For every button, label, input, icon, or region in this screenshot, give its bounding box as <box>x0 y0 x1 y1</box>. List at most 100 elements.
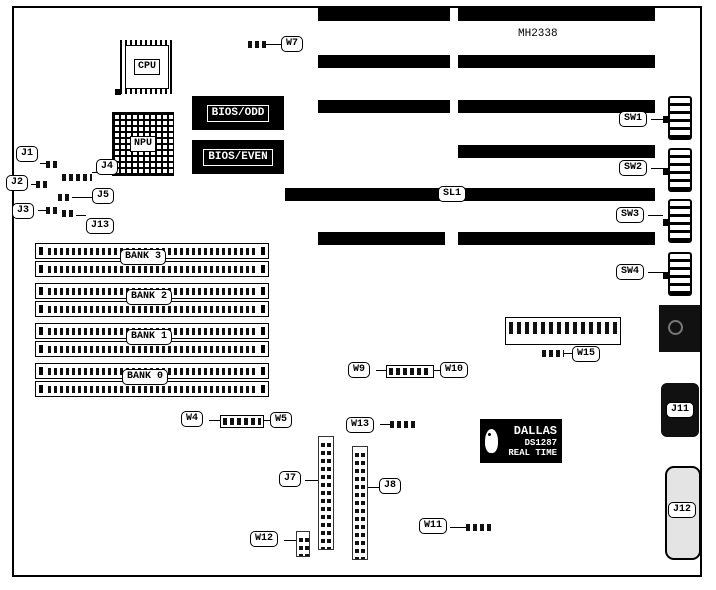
isa-slot <box>458 100 655 113</box>
callout-line <box>38 210 46 211</box>
bios-even-label: BIOS/EVEN <box>203 148 273 166</box>
jumper-w11-pins <box>466 524 492 531</box>
label-bank1: BANK 1 <box>126 329 173 345</box>
jumper-w13-pins <box>390 421 416 428</box>
jumper-j4-pins <box>62 174 92 181</box>
label-w4: W4 <box>181 411 204 427</box>
label-j3: J3 <box>12 203 35 219</box>
rtc-model: DS1287 <box>524 438 557 448</box>
isa-slot <box>458 145 655 158</box>
callout-line <box>266 44 281 45</box>
isa-slot <box>458 55 655 68</box>
label-w7: W7 <box>281 36 304 52</box>
label-j11: J11 <box>666 402 695 418</box>
cpu-chip: CPU <box>120 40 174 94</box>
bios-odd-label: BIOS/ODD <box>206 104 270 122</box>
isa-slot <box>318 232 445 245</box>
label-sl1: SL1 <box>438 186 467 202</box>
dip-switch-sw2 <box>663 148 692 192</box>
header-j7 <box>318 436 334 550</box>
callout-line <box>564 353 572 354</box>
label-bank2: BANK 2 <box>126 289 173 305</box>
jumper-j13-pins <box>62 210 76 217</box>
label-w13: W13 <box>346 417 375 433</box>
label-w9: W9 <box>348 362 371 378</box>
callout-line <box>263 420 270 421</box>
callout-line <box>450 527 466 528</box>
callout-line <box>648 272 663 273</box>
label-sw1: SW1 <box>619 111 648 127</box>
label-w5: W5 <box>270 412 293 428</box>
cpu-chip-body: CPU <box>125 45 169 89</box>
npu-label: NPU <box>129 136 156 152</box>
label-j5: J5 <box>92 188 115 204</box>
label-w10: W10 <box>440 362 469 378</box>
simm-socket <box>35 341 269 357</box>
jumper-w9-w10-pins <box>386 365 434 378</box>
callout-line <box>366 487 379 488</box>
power-connector <box>505 317 621 345</box>
jumper-w4-w5-pins <box>220 415 264 428</box>
rtc-brand: DALLAS <box>513 424 557 438</box>
callout-line <box>76 215 86 216</box>
jumper-w7-pins <box>248 41 266 48</box>
jumper-j1-pins <box>46 161 60 168</box>
dip-switch-sw3 <box>663 199 692 243</box>
callout-line <box>305 480 318 481</box>
callout-line <box>284 540 296 541</box>
rtc-type: REAL TIME <box>508 448 557 458</box>
label-bank0: BANK 0 <box>122 369 169 385</box>
label-j8: J8 <box>379 478 402 494</box>
jumper-w15-pins <box>542 350 564 357</box>
label-w11: W11 <box>419 518 448 534</box>
isa-slot <box>318 55 450 68</box>
callout-line <box>651 168 663 169</box>
label-w15: W15 <box>572 346 601 362</box>
label-w12: W12 <box>250 531 279 547</box>
label-j12: J12 <box>668 502 697 518</box>
npu-chip: NPU <box>112 112 174 176</box>
callout-line <box>209 420 220 421</box>
callout-line <box>31 184 36 185</box>
callout-line <box>72 197 92 198</box>
simm-socket <box>35 381 269 397</box>
isa-slot <box>318 8 450 21</box>
label-j1: J1 <box>16 146 39 162</box>
label-j4: J4 <box>96 159 119 175</box>
isa-slot <box>458 232 655 245</box>
rtc-text: DALLAS DS1287 REAL TIME <box>502 424 557 458</box>
jumper-j3-pins <box>46 207 58 214</box>
callout-line <box>648 215 663 216</box>
isa-slot <box>318 100 450 113</box>
label-j7: J7 <box>279 471 302 487</box>
callout-line <box>433 370 440 371</box>
dallas-logo-icon <box>485 429 498 453</box>
label-sw4: SW4 <box>616 264 645 280</box>
rtc-chip: DALLAS DS1287 REAL TIME <box>480 419 562 463</box>
jumper-j2-pins <box>36 181 48 188</box>
dip-switch-sw1 <box>663 96 692 140</box>
jumper-j5-pins <box>58 194 72 201</box>
callout-line <box>380 424 390 425</box>
callout-line <box>651 119 663 120</box>
isa-slot <box>458 8 655 21</box>
jumper-w12-pins <box>296 531 310 557</box>
callout-line <box>40 163 46 164</box>
callout-line <box>376 370 386 371</box>
cpu-label: CPU <box>133 59 160 75</box>
label-bank3: BANK 3 <box>120 249 167 265</box>
label-sw3: SW3 <box>616 207 645 223</box>
bios-even-chip: BIOS/EVEN <box>192 140 284 174</box>
callout-line <box>92 172 97 173</box>
isa-slot-sl1 <box>285 188 655 201</box>
simm-socket <box>35 261 269 277</box>
board-part-number: MH2338 <box>518 28 558 40</box>
label-j13: J13 <box>86 218 115 234</box>
board-outline <box>12 6 702 577</box>
header-j8 <box>352 446 368 560</box>
label-sw2: SW2 <box>619 160 648 176</box>
cpu-pin1-icon <box>115 89 121 95</box>
bios-odd-chip: BIOS/ODD <box>192 96 284 130</box>
keyboard-connector <box>659 305 700 352</box>
